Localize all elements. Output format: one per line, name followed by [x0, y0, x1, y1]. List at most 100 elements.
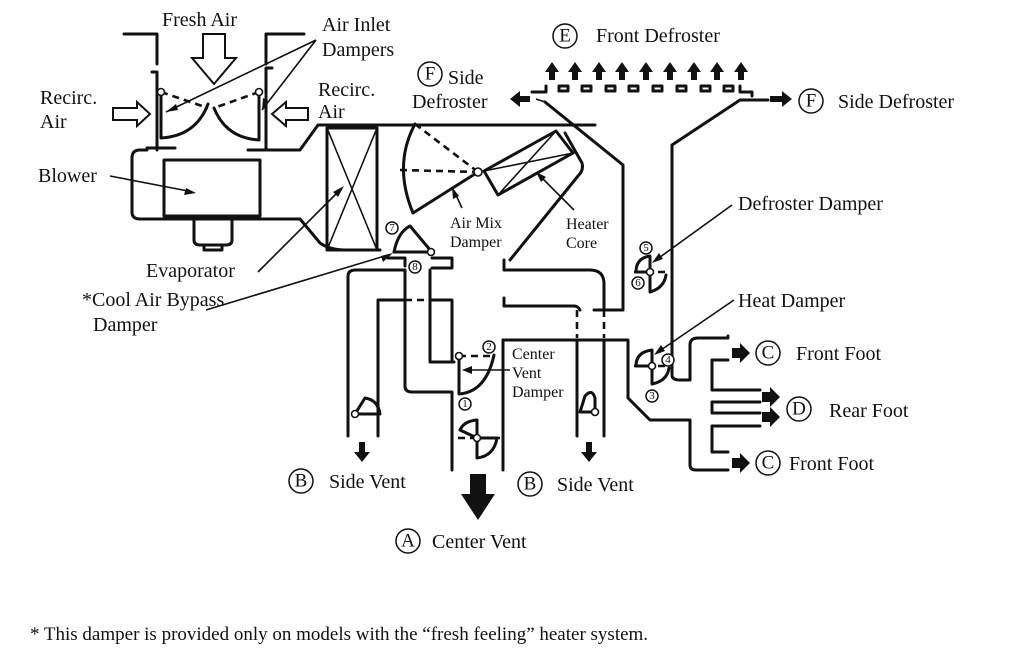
label-cool-air-bypass-1: *Cool Air Bypass — [82, 289, 224, 311]
fresh-air-arrow — [189, 33, 239, 86]
front-foot-bottom-arrow — [732, 453, 750, 473]
label-air-mix-2: Damper — [450, 234, 502, 251]
label-front-foot-top: Front Foot — [796, 343, 881, 365]
heat-damper — [634, 348, 671, 386]
front-defroster-outlets — [530, 62, 754, 98]
side-defroster-left-arrow — [510, 91, 530, 107]
cool-air-bypass-damper — [386, 224, 454, 270]
label-center-vent-damper-2: Vent — [512, 365, 542, 382]
label-heater-core-2: Core — [566, 235, 597, 252]
label-front-foot-bottom: Front Foot — [789, 453, 874, 475]
label-center-vent-damper-1: Center — [512, 346, 555, 363]
outlet-arrows — [354, 343, 780, 520]
position-5: 5 — [643, 242, 649, 254]
defroster-up-arrow — [592, 62, 606, 80]
label-recirc-air-right-2: Air — [318, 101, 345, 123]
position-4: 4 — [665, 354, 671, 366]
label-recirc-air-left-1: Recirc. — [40, 87, 97, 109]
label-side-defroster-left-2: Defroster — [412, 91, 488, 113]
label-blower: Blower — [38, 165, 97, 187]
label-evaporator: Evaporator — [146, 260, 235, 282]
label-side-vent-left: Side Vent — [329, 471, 406, 493]
heat-damper-leader — [657, 299, 735, 353]
side-vent-right-arrow — [581, 442, 597, 462]
main-duct — [502, 98, 742, 382]
heater-core-leader — [539, 175, 575, 211]
defroster-nozzle — [651, 84, 664, 93]
svg-text:C: C — [762, 453, 775, 474]
position-3: 3 — [649, 390, 655, 402]
outlet-c-bottom-badge — [755, 450, 781, 476]
air-inlet-dampers-leader — [165, 39, 317, 113]
label-center-vent: Center Vent — [432, 531, 527, 553]
defroster-nozzle — [557, 84, 570, 93]
position-2: 2 — [486, 341, 492, 353]
defroster-up-arrow — [545, 62, 559, 80]
defroster-up-arrow — [615, 62, 629, 80]
center-vent-duct — [501, 338, 730, 472]
defroster-up-arrow — [639, 62, 653, 80]
outlet-b-right-badge — [517, 471, 543, 497]
defroster-up-arrow — [710, 62, 724, 80]
outlet-f-left-badge — [417, 61, 443, 87]
recirc-air-left-arrow — [112, 99, 152, 129]
air-inlet-damper-right — [212, 87, 264, 142]
defroster-nozzle — [722, 84, 735, 93]
footnote: * This damper is provided only on models… — [30, 624, 648, 645]
side-vent-left-arrow — [354, 442, 370, 462]
defroster-nozzle — [675, 84, 688, 93]
defroster-nozzle — [627, 84, 640, 93]
defroster-duct-lip — [530, 84, 754, 98]
label-fresh-air: Fresh Air — [162, 9, 237, 31]
svg-text:E: E — [559, 26, 571, 47]
rear-foot-arrow-1 — [762, 387, 780, 407]
air-mix-damper — [399, 122, 483, 215]
svg-text:B: B — [295, 471, 308, 492]
side-vent-left-duct — [346, 268, 456, 472]
defroster-damper — [634, 254, 668, 294]
position-8: 8 — [412, 261, 418, 273]
label-air-inlet-dampers-1: Air Inlet — [322, 14, 391, 36]
position-7: 7 — [389, 222, 395, 234]
label-recirc-air-right-1: Recirc. — [318, 79, 375, 101]
damper-position-numbers: 7 8 2 1 5 6 4 3 — [385, 221, 675, 411]
cool-air-bypass-leader — [205, 254, 389, 311]
label-cool-air-bypass-2: Damper — [93, 314, 158, 336]
label-side-defroster-left-1: Side — [448, 67, 484, 89]
foot-outlet-ducts — [710, 358, 762, 454]
defroster-nozzle — [699, 84, 712, 93]
defroster-damper-leader — [655, 204, 733, 261]
air-inlet-damper-left — [156, 87, 210, 140]
blower-leader — [109, 175, 189, 192]
outlet-b-left-badge — [288, 468, 314, 494]
label-defroster-damper: Defroster Damper — [738, 193, 883, 215]
defroster-nozzle — [580, 84, 593, 93]
defroster-nozzle — [604, 84, 617, 93]
outlet-e-badge — [552, 23, 578, 49]
position-6: 6 — [635, 277, 641, 289]
svg-text:D: D — [792, 399, 806, 420]
blower — [130, 148, 382, 252]
svg-text:F: F — [425, 64, 436, 85]
label-side-vent-right: Side Vent — [557, 474, 634, 496]
outlet-d-badge — [786, 396, 812, 422]
front-foot-top-arrow — [732, 343, 750, 363]
evaporator-leader — [257, 189, 341, 273]
label-front-defroster: Front Defroster — [596, 25, 720, 47]
label-side-defroster-right: Side Defroster — [838, 91, 954, 113]
label-heat-damper: Heat Damper — [738, 290, 846, 312]
svg-text:A: A — [401, 531, 415, 552]
outlet-f-right-badge — [798, 88, 824, 114]
defroster-up-arrow — [687, 62, 701, 80]
svg-text:F: F — [806, 91, 817, 112]
label-rear-foot: Rear Foot — [829, 400, 909, 422]
outlet-a-badge — [395, 528, 421, 554]
label-recirc-air-left-2: Air — [40, 111, 67, 133]
position-1: 1 — [462, 398, 468, 410]
label-heater-core-1: Heater — [566, 216, 609, 233]
label-air-mix-1: Air Mix — [450, 215, 502, 232]
side-defroster-right-arrow — [770, 91, 792, 107]
svg-text:B: B — [524, 474, 537, 495]
center-vent-damper — [454, 351, 510, 460]
